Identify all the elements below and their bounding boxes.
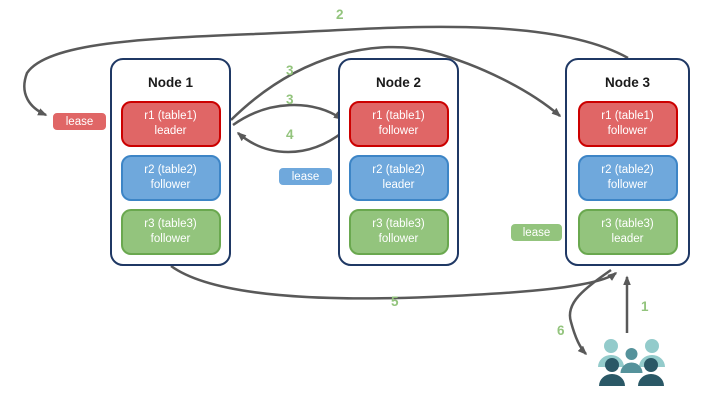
node-title: Node 3 bbox=[604, 75, 650, 90]
replica-node3-r1: r1 (table1) follower bbox=[577, 101, 678, 147]
step-label-5: 5 bbox=[391, 294, 399, 309]
step-label-4: 4 bbox=[286, 127, 294, 142]
replica-role: leader bbox=[611, 233, 644, 245]
replica-name: r3 (table3) bbox=[601, 218, 654, 231]
node-3: Node 3 r1 (table1) follower r2 (table2) … bbox=[565, 58, 690, 266]
replica-role: follower bbox=[607, 179, 648, 191]
node-2: Node 2 r1 (table1) follower r2 (table2) … bbox=[338, 58, 459, 266]
step-label-2: 2 bbox=[336, 7, 344, 22]
node-title: Node 1 bbox=[147, 75, 193, 90]
replica-role: leader bbox=[154, 125, 187, 137]
replica-role: follower bbox=[150, 179, 191, 191]
lease-badge-green: lease bbox=[510, 223, 563, 242]
replica-role: follower bbox=[607, 125, 648, 137]
replica-name: r2 (table2) bbox=[372, 164, 425, 177]
replica-node3-r2: r2 (table2) follower bbox=[577, 155, 678, 201]
replica-name: r2 (table2) bbox=[601, 164, 654, 177]
node-1: Node 1 r1 (table1) leader r2 (table2) fo… bbox=[110, 58, 231, 266]
arrow-step3-to-node2 bbox=[232, 103, 344, 127]
step-label-6: 6 bbox=[557, 323, 565, 338]
replica-name: r1 (table1) bbox=[601, 110, 654, 123]
replica-node3-r3: r3 (table3) leader bbox=[577, 209, 678, 255]
replica-name: r3 (table3) bbox=[144, 218, 197, 231]
users-group-icon bbox=[598, 339, 665, 386]
replica-role: leader bbox=[382, 179, 415, 191]
replica-name: r2 (table2) bbox=[144, 164, 197, 177]
replica-node2-r1: r1 (table1) follower bbox=[348, 101, 449, 147]
replica-role: follower bbox=[378, 233, 419, 245]
step-label-1: 1 bbox=[641, 299, 649, 314]
replica-node1-r3: r3 (table3) follower bbox=[120, 209, 221, 255]
replica-node2-r3: r3 (table3) follower bbox=[348, 209, 449, 255]
replica-node2-r2: r2 (table2) leader bbox=[348, 155, 449, 201]
step-label-3a: 3 bbox=[286, 63, 294, 78]
lease-badge-red: lease bbox=[52, 112, 107, 131]
arrow-step6 bbox=[568, 268, 612, 356]
replica-node1-r2: r2 (table2) follower bbox=[120, 155, 221, 201]
step-label-3b: 3 bbox=[286, 92, 294, 107]
node-title: Node 2 bbox=[375, 75, 421, 90]
replica-role: follower bbox=[150, 233, 191, 245]
replica-node1-r1: r1 (table1) leader bbox=[120, 101, 221, 147]
replica-name: r1 (table1) bbox=[144, 110, 197, 123]
lease-badge-blue: lease bbox=[278, 167, 333, 186]
replica-role: follower bbox=[378, 125, 419, 137]
replica-name: r1 (table1) bbox=[372, 110, 425, 123]
replica-name: r3 (table3) bbox=[372, 218, 425, 231]
